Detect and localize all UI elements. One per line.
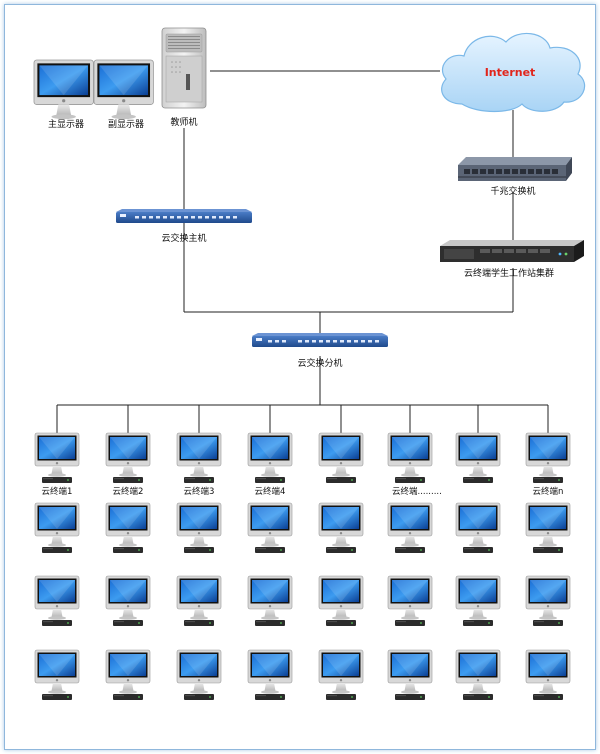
- cluster-label: 云终端学生工作站集群: [464, 267, 554, 279]
- terminal-computer-icon: [35, 576, 79, 626]
- gigabit-switch-icon: [458, 157, 572, 181]
- terminal-computer-icon: [388, 650, 432, 700]
- terminal-label: 云终端1: [42, 486, 73, 497]
- terminal-computer-icon: [526, 433, 570, 483]
- gigabit-switch-label: 千兆交换机: [490, 185, 535, 197]
- distribution-label: 云交换分机: [297, 357, 342, 369]
- terminal-computer-icon: [526, 576, 570, 626]
- distribution-switch-icon: [252, 333, 388, 347]
- sub-monitor-icon: [93, 59, 155, 120]
- terminal-computer-icon: [456, 650, 500, 700]
- sub-monitor-label: 副显示器: [108, 119, 144, 130]
- terminal-computer-icon: [456, 503, 500, 553]
- terminal-computer-icon: [526, 650, 570, 700]
- terminal-computer-icon: [248, 650, 292, 700]
- terminal-computer-icon: [319, 576, 363, 626]
- terminal-computer-icon: [456, 576, 500, 626]
- terminal-computer-icon: [35, 650, 79, 700]
- terminal-computer-icon: [456, 433, 500, 483]
- terminal-computer-icon: [319, 503, 363, 553]
- terminal-labels: 云终端1 云终端2 云终端3 云终端4 云终端......... 云终端n: [42, 486, 564, 497]
- terminal-computer-icon: [177, 576, 221, 626]
- terminal-computer-icon: [106, 503, 150, 553]
- terminal-computer-icon: [388, 433, 432, 483]
- internet-cloud-icon: [441, 32, 586, 113]
- terminal-label: 云终端3: [184, 486, 215, 497]
- terminal-drop-lines: [56, 405, 549, 433]
- connection-lines: [57, 70, 548, 406]
- terminal-label: 云终端n: [533, 486, 564, 497]
- cloud-host-switch-icon: [116, 209, 252, 223]
- terminal-computer-icon: [106, 433, 150, 483]
- terminal-computer-icon: [526, 503, 570, 553]
- teacher-tower-icon: [161, 27, 207, 109]
- terminal-computer-icon: [177, 433, 221, 483]
- terminal-computer-icon: [106, 576, 150, 626]
- terminal-computer-icon: [35, 433, 79, 483]
- cloud-host-label: 云交换主机: [161, 232, 206, 244]
- terminal-computer-icon: [319, 433, 363, 483]
- server-cluster-icon: [440, 240, 584, 262]
- main-monitor-icon: [33, 59, 95, 120]
- main-monitor-label: 主显示器: [48, 118, 84, 130]
- terminal-computer-icon: [106, 650, 150, 700]
- terminal-computer-icon: [388, 503, 432, 553]
- terminal-computer-icon: [177, 503, 221, 553]
- terminal-grid: [35, 433, 570, 700]
- internet-label: Internet: [485, 66, 536, 79]
- terminal-computer-icon: [177, 650, 221, 700]
- terminal-computer-icon: [248, 576, 292, 626]
- terminal-label: 云终端.........: [392, 486, 442, 497]
- terminal-computer-icon: [248, 433, 292, 483]
- terminal-computer-icon: [248, 503, 292, 553]
- terminal-label: 云终端2: [113, 486, 144, 497]
- terminal-computer-icon: [35, 503, 79, 553]
- diagram-frame: [4, 4, 596, 750]
- teacher-label: 教师机: [170, 116, 197, 128]
- terminal-computer-icon: [319, 650, 363, 700]
- terminal-computer-icon: [388, 576, 432, 626]
- terminal-label: 云终端4: [255, 486, 286, 497]
